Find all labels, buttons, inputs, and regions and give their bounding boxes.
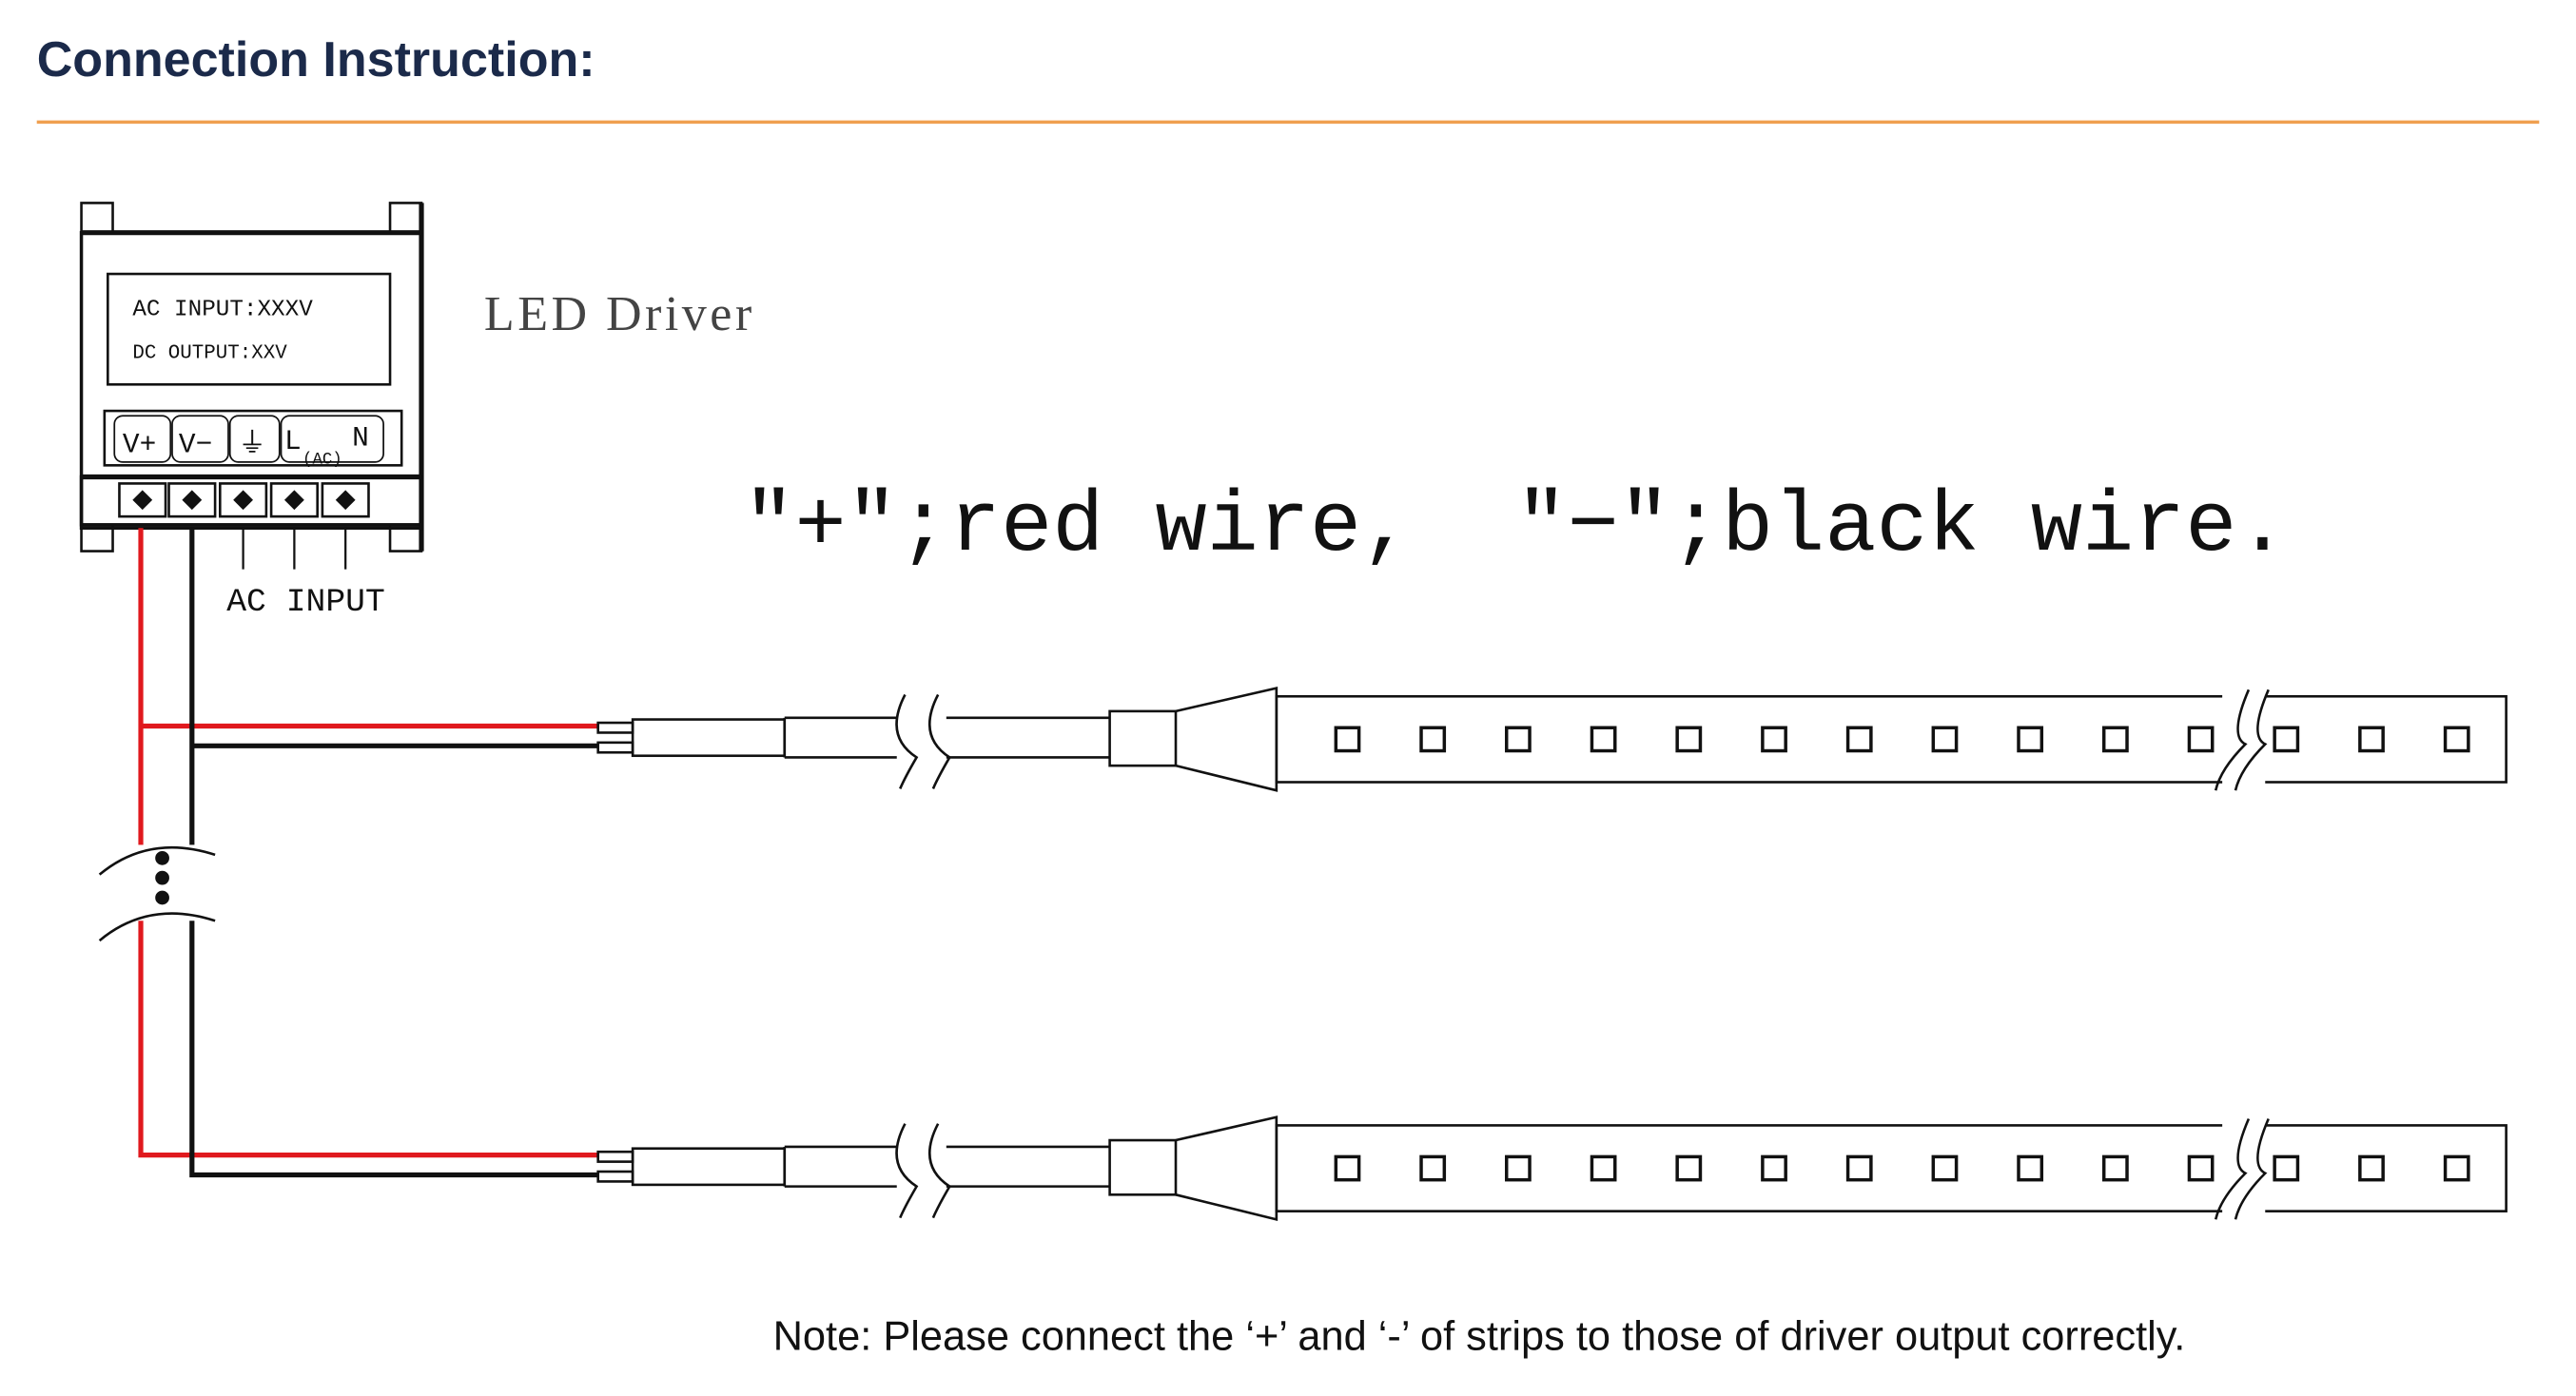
- wire-color-legend: "+";red wire, "−";black wire.: [743, 479, 2288, 576]
- terminal-l: L: [284, 425, 302, 457]
- led-chip: [2101, 1154, 2129, 1182]
- ac-input-rating: AC INPUT:XXXV: [132, 297, 313, 322]
- led-chip: [1931, 1154, 1959, 1182]
- cable: [783, 1145, 1110, 1188]
- connector: [1108, 1138, 1178, 1196]
- note-text: Note: Please connect the ‘+’ and ‘-’ of …: [773, 1313, 2186, 1359]
- wire-end: [596, 1170, 634, 1183]
- connector-cone: [1175, 686, 1278, 792]
- led-chip: [1931, 726, 1959, 753]
- led-chip: [1419, 726, 1447, 753]
- cable-break-icon: [895, 693, 952, 789]
- screw-icon: [182, 490, 203, 511]
- strip-body: [1275, 694, 2508, 784]
- screw-icon: [132, 490, 153, 511]
- terminal-labels: V+ V− ⏚ L (AC) N: [113, 415, 384, 470]
- terminal-n: N: [352, 422, 369, 455]
- led-chip: [1590, 1154, 1617, 1182]
- mount-tab: [388, 202, 423, 234]
- wire-end: [596, 1150, 634, 1163]
- led-chip: [1334, 726, 1361, 753]
- led-chip: [1505, 1154, 1532, 1182]
- led-chip: [1675, 726, 1703, 753]
- strip-break-icon: [2214, 1117, 2270, 1220]
- wire-sheath: [631, 718, 787, 758]
- led-chip: [2101, 726, 2129, 753]
- led-chip: [2187, 726, 2215, 753]
- terminal-v-plus: V+: [123, 428, 156, 460]
- connector-cone: [1175, 1115, 1278, 1221]
- terminal-ac: (AC): [302, 452, 342, 470]
- strip-body: [1275, 1124, 2508, 1212]
- led-chip: [1334, 1154, 1361, 1182]
- led-chip: [2443, 1154, 2470, 1182]
- led-chip: [1419, 1154, 1447, 1182]
- wire-end: [596, 741, 634, 754]
- led-driver: [79, 202, 424, 553]
- terminal-slot: [269, 482, 319, 518]
- terminal-screws: [118, 482, 370, 518]
- led-chip: [2017, 726, 2044, 753]
- led-chip: [1590, 726, 1617, 753]
- cable-break-icon: [895, 1123, 952, 1219]
- ac-input-leads: [242, 528, 347, 570]
- wire-break-symbol: [98, 844, 216, 942]
- led-chip: [1761, 726, 1787, 753]
- terminal-slot: [219, 482, 268, 518]
- terminal-label-strip: [103, 409, 403, 467]
- terminal-slot: [167, 482, 217, 518]
- terminal-v-minus: V−: [179, 428, 212, 460]
- led-driver-label: LED Driver: [484, 287, 755, 341]
- page-title: Connection Instruction:: [37, 32, 595, 87]
- screw-icon: [233, 490, 254, 511]
- led-chip: [1845, 726, 1873, 753]
- wiring: [138, 528, 598, 1178]
- screw-icon: [335, 490, 356, 511]
- wire-sheath: [631, 1147, 787, 1187]
- mount-tab: [80, 202, 114, 234]
- led-chip: [2187, 1154, 2215, 1182]
- led-chip: [1845, 1154, 1873, 1182]
- strip-break-icon: [2214, 688, 2270, 791]
- wire-end: [596, 721, 634, 734]
- connector: [1108, 709, 1178, 767]
- ac-input-label: AC INPUT: [226, 584, 385, 621]
- terminal-slot: [118, 482, 167, 518]
- led-chip: [2273, 726, 2300, 753]
- rating-label-box: [107, 272, 392, 386]
- led-chip: [1675, 1154, 1703, 1182]
- red-wire: [138, 528, 598, 1158]
- strip-1: [596, 686, 2508, 792]
- cable: [783, 716, 1110, 759]
- led-chip: [2443, 726, 2470, 753]
- led-chip: [2273, 1154, 2300, 1182]
- terminal-slot: [321, 482, 370, 518]
- screw-icon: [283, 490, 304, 511]
- led-chip: [1761, 1154, 1787, 1182]
- led-chip: [2358, 726, 2385, 753]
- ground-icon: ⏚: [238, 428, 265, 460]
- strip-2: [596, 1115, 2508, 1222]
- led-chip: [1505, 726, 1532, 753]
- black-wire: [189, 528, 598, 1178]
- led-chip: [2358, 1154, 2385, 1182]
- led-chip: [2017, 1154, 2044, 1182]
- dc-output-rating: DC OUTPUT:XXV: [132, 343, 287, 365]
